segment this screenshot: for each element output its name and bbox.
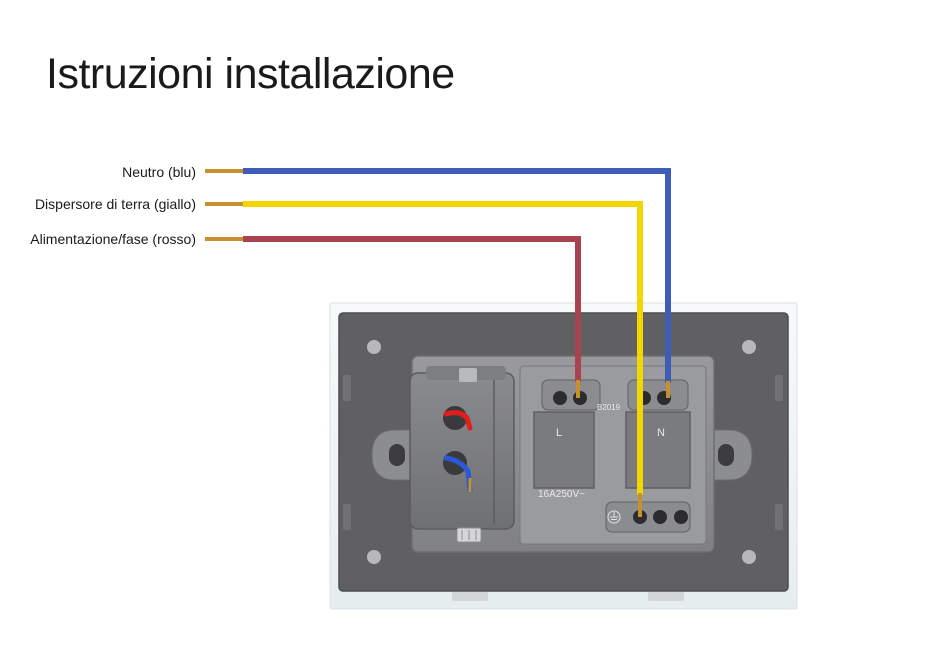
live-wire xyxy=(243,236,581,382)
screw-hole xyxy=(367,550,381,564)
plate-notch xyxy=(775,504,783,530)
earth-wire-label: Dispersore di terra (giallo) xyxy=(34,196,196,212)
switch-block xyxy=(409,372,515,530)
live-wire-label: Alimentazione/fase (rosso) xyxy=(30,231,196,247)
earth-symbol-icon xyxy=(607,510,621,524)
ear-slot-right xyxy=(718,444,734,466)
blue-internal-wire xyxy=(443,455,473,493)
neutral-wire-label: Neutro (blu) xyxy=(122,164,196,180)
plate-notch xyxy=(343,375,351,401)
terminal-label-L: L xyxy=(556,427,562,439)
neutral-wire xyxy=(243,168,671,383)
product-code: B2019 xyxy=(597,403,621,412)
frame-clip xyxy=(648,592,684,601)
earth-wire xyxy=(243,201,643,495)
terminal-housing-earth xyxy=(605,501,691,533)
frame-clip xyxy=(452,592,488,601)
terminal-label-N: N xyxy=(657,427,665,439)
screw-hole xyxy=(742,340,756,354)
terminal-block-L xyxy=(533,411,595,489)
screw-hole xyxy=(742,550,756,564)
switch-tab xyxy=(459,368,477,382)
plate-notch xyxy=(775,375,783,401)
screw-E3 xyxy=(674,510,688,524)
ear-slot-left xyxy=(389,444,405,466)
rating-label: 16A250V~ xyxy=(538,489,585,500)
screw-E2 xyxy=(653,510,667,524)
page-title: Istruzioni installazione xyxy=(46,50,455,98)
red-internal-wire xyxy=(443,410,473,431)
screw-L1 xyxy=(553,391,567,405)
terminal-housing-top xyxy=(541,379,601,411)
screw-hole xyxy=(367,340,381,354)
plate-notch xyxy=(343,504,351,530)
terminal-block-N xyxy=(625,411,691,489)
